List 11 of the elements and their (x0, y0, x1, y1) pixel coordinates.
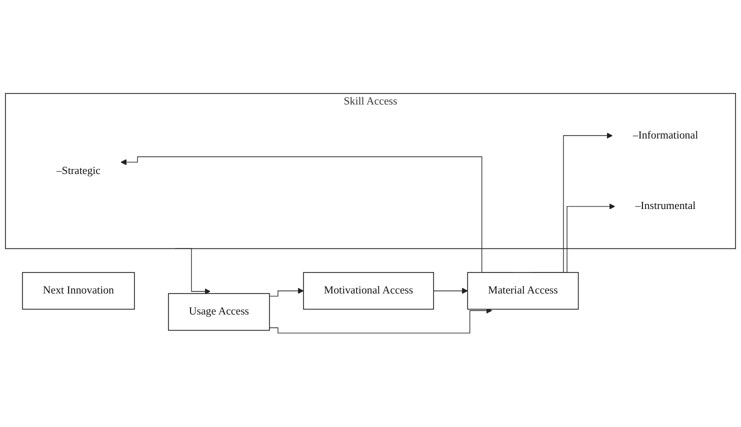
node-text: –Instrumental (635, 200, 696, 212)
node-text: –Informational (632, 130, 698, 142)
node-box: Material Access (467, 272, 579, 310)
arrow (175, 248, 210, 295)
arrow (433, 288, 468, 294)
node-box: Usage Access (168, 293, 270, 331)
arrow (269, 288, 304, 297)
node-text: –Strategic (56, 165, 101, 177)
node-box: Next Innovation (22, 272, 135, 310)
node-box: Motivational Access (303, 272, 434, 310)
arrow (269, 308, 492, 334)
